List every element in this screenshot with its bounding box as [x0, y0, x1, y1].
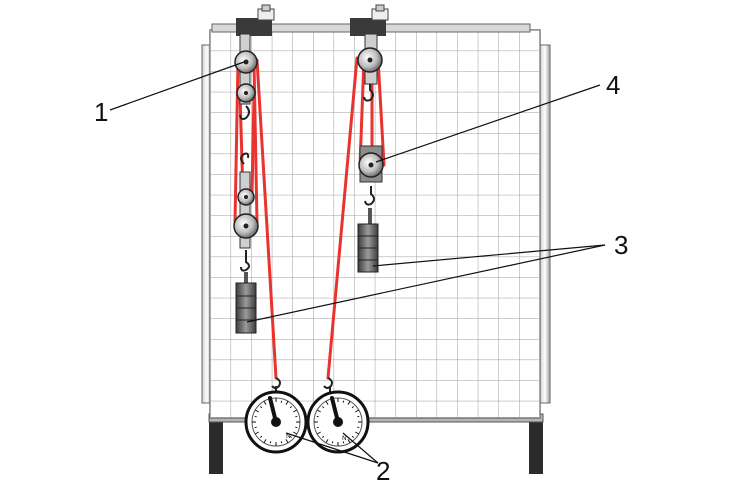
callout-4: 4: [606, 70, 620, 100]
dial-tick: [322, 435, 325, 438]
dial-tick: [316, 409, 321, 413]
dial-tick: [289, 406, 292, 409]
leader-lines: [109, 61, 606, 464]
dynamometer-right: N: [306, 390, 370, 454]
dial-unit-left: N: [286, 433, 291, 440]
dial-tick: [293, 409, 298, 413]
dial-tick: [342, 400, 345, 403]
callout-1: 1: [94, 97, 108, 127]
dial-tick: [280, 441, 283, 444]
movable-pulley-block-left: [233, 152, 259, 272]
dial-tick: [254, 426, 257, 429]
dial-tick: [322, 406, 325, 409]
dial-tick: [325, 439, 329, 444]
dial-tick: [260, 435, 263, 438]
fixed-pulley-block-left: [234, 33, 258, 120]
dial-unit-right: N: [342, 435, 347, 442]
weight-stack-right: [357, 208, 379, 273]
dial-tick: [351, 406, 354, 409]
dial-tick: [269, 441, 272, 444]
dial-tick: [355, 409, 360, 413]
dial-tick: [285, 400, 289, 405]
weight-stack-left: [235, 272, 257, 334]
dial-tick: [285, 439, 289, 444]
dial-tick: [347, 439, 351, 444]
dial-tick: [351, 435, 354, 438]
dynamometer-left: N: [244, 390, 308, 454]
dial-tick: [260, 406, 263, 409]
dial-tick: [316, 431, 321, 435]
dial-tick: [316, 415, 319, 418]
fixed-pulley-block-right: [357, 33, 383, 102]
top-clamp-right: [350, 4, 389, 36]
dial-tick: [280, 400, 283, 403]
dial-tick: [357, 426, 360, 429]
dial-tick: [263, 439, 267, 444]
dial-tick: [254, 415, 257, 418]
dial-tick: [355, 431, 360, 435]
dial-tick: [295, 415, 298, 418]
top-clamp-left: [236, 4, 275, 36]
dial-tick: [331, 441, 334, 444]
callout-3: 3: [614, 230, 628, 260]
dial-tick: [347, 400, 351, 405]
callout-2: 2: [376, 456, 390, 486]
movable-pulley-right: [358, 145, 384, 206]
dial-tick: [357, 415, 360, 418]
dial-tick: [289, 435, 292, 438]
dial-tick: [263, 400, 267, 405]
right-post: [539, 44, 551, 404]
dial-tick: [254, 409, 259, 413]
dial-tick: [325, 400, 329, 405]
dial-tick: [342, 441, 345, 444]
dial-tick: [316, 426, 319, 429]
dial-tick: [293, 431, 298, 435]
dial-tick: [295, 426, 298, 429]
dial-tick: [254, 431, 259, 435]
